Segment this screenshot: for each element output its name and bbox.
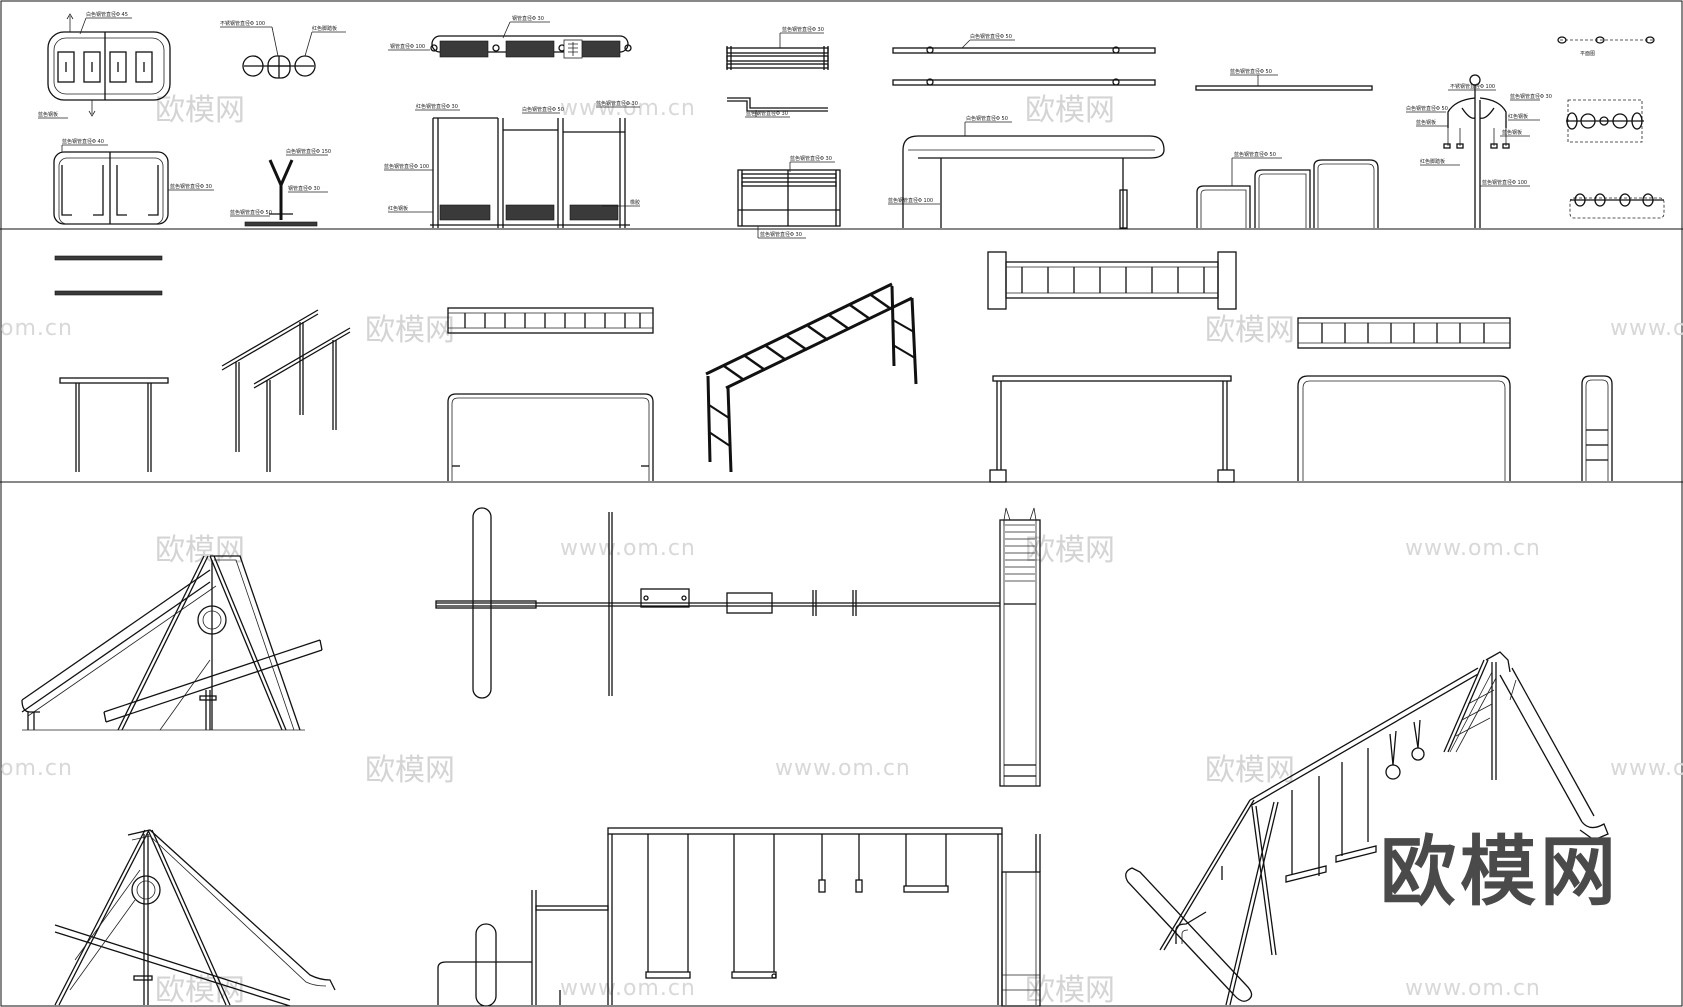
label-pipe-30-pole: 蓝色钢管直径Φ 30 [1510,93,1552,100]
label-pipe-50-step: 蓝色钢管直径Φ 50 [1230,68,1272,75]
watermark-brand: 欧模网 [365,313,455,348]
label-red-bar-pole: 红色钢板 [1508,113,1528,120]
label-pipe-45: 白色钢管直径Φ 45 [86,11,128,18]
monkey-bars [705,282,918,473]
watermark-url: www.om.cn [560,96,696,121]
label-pipe-40: 蓝色钢管直径Φ 40 [62,138,104,145]
drawing-stepper-elevation: 蓝色钢管直径Φ 40 蓝色钢管直径Φ 30 [53,138,214,225]
label-pipe-150: 白色钢管直径Φ 150 [286,148,331,155]
label-pipe-50-pb: 白色钢管直径Φ 50 [970,33,1012,40]
drawing-twister-plan: 不锈钢管直径Φ 100 红色脚踏板 [220,20,346,79]
label-steel-30-plan: 钢管直径Φ 30 [512,15,544,22]
watermark-url: www.om.cn [560,976,696,1001]
watermark-url: om.cn [0,756,73,781]
watermark-brand: 欧模网 [365,753,455,788]
label-steel-30-b: 蓝色钢管直径Φ 30 [746,110,788,117]
label-pipe-30-bench: 蓝色钢管直径Φ 30 [596,100,638,107]
drawing-stepper-plan: 白色钢管直径Φ 45 蓝色钢板 [38,11,171,119]
label-pipe-100-pb: 蓝色钢管直径Φ 100 [888,197,933,204]
drawing-bench-parts: 蓝色钢管直径Φ 30 蓝色钢管直径Φ 30 蓝色钢管直径Φ 30 蓝色钢管直径Φ… [726,26,841,239]
ladder-rungs [464,313,641,328]
watermark-brand-large: 欧模网 [1380,827,1620,916]
watermark-layer: 欧模网 www.om.cn 欧模网 om.cn 欧模网 欧模网 www.om.c… [0,93,1683,1007]
watermark-brand: 欧模网 [1025,533,1115,568]
label-steel-30: 钢管直径Φ 30 [288,185,320,192]
drawing-swing-elevation [437,827,1041,1007]
label-pipe-30-seat: 蓝色钢管直径Φ 30 [790,155,832,162]
label-steel-100: 钢管直径Φ 100 [390,43,425,50]
ladder-plan-rungs [1021,267,1205,293]
label-red-pedal: 红色脚踏板 [312,25,337,32]
label-blue-bar-pole: 蓝色钢板 [1416,119,1436,126]
watermark-url: www.om.cn [1610,756,1683,781]
label-blue-bar: 蓝色钢板 [38,111,58,118]
label-pipe-120-pole: 不锈钢管直径Φ 100 [1450,83,1495,90]
drawing-stepper-pole: 不锈钢管直径Φ 100 白色钢管直径Φ 50 蓝色钢管直径Φ 30 蓝色钢板 红… [1406,74,1552,228]
label-pipe-100-pole: 蓝色钢管直径Φ 100 [1482,179,1527,186]
watermark-brand: 欧模网 [155,93,245,128]
label-pedal-pole: 红色脚踏板 [1420,158,1445,165]
watermark-url: om.cn [0,316,73,341]
watermark-url: www.om.cn [1610,316,1683,341]
label-plan: 平面图 [1580,51,1595,57]
watermark-url: www.om.cn [775,756,911,781]
drawing-band2-equipment [54,251,1613,483]
watermark-url: www.om.cn [1405,976,1541,1001]
label-pipe-120: 不锈钢管直径Φ 100 [220,20,265,27]
watermark-brand: 欧模网 [155,533,245,568]
drawing-swing-plan [435,507,1041,787]
drawing-step-bars: 蓝色钢管直径Φ 50 蓝色钢管直径Φ 50 [1195,68,1379,228]
label-pipe-50: 蓝色钢管直径Φ 50 [230,209,272,216]
drawing-slide-perspective-1 [21,555,323,731]
watermark-brand: 欧模网 [1205,753,1295,788]
label-pipe-30-seat-b: 蓝色钢管直径Φ 30 [760,231,802,238]
label-red-bar: 红色钢板 [388,205,408,212]
watermark-url: www.om.cn [560,536,696,561]
label-pipe-50-pb-b: 白色钢管直径Φ 50 [966,115,1008,122]
ladder-plan2-rungs [1321,323,1485,343]
drawing-swing-perspective [1125,651,1609,1006]
label-rubber: 橡胶 [630,199,640,206]
label-pipe-50-step-b: 蓝色钢管直径Φ 50 [1234,151,1276,158]
drawing-bench-elevation: 红色钢管直径Φ 30 白色钢管直径Φ 50 蓝色钢管直径Φ 30 蓝色钢管直径Φ… [384,100,640,228]
label-blue-bar-pole-b: 蓝色钢板 [1502,129,1522,136]
drawing-stepper-plan-right: 平面图 [1557,36,1665,219]
label-red-axis: 红色钢管直径Φ 30 [416,103,458,110]
label-pipe-30: 蓝色钢管直径Φ 30 [170,183,212,190]
watermark-brand: 欧模网 [155,973,245,1007]
drawing-bench-plan: 钢管直径Φ 30 钢管直径Φ 100 [388,15,632,59]
label-steel-30-parts: 蓝色钢管直径Φ 30 [782,26,824,33]
label-pipe-50-pole: 白色钢管直径Φ 50 [1406,105,1448,112]
watermark-brand: 欧模网 [1025,93,1115,128]
label-pipe-50-bench: 白色钢管直径Φ 50 [522,106,564,113]
drawing-parallel-bars: 白色钢管直径Φ 50 白色钢管直径Φ 50 蓝色钢管直径Φ 100 [888,33,1165,229]
label-pipe-100: 蓝色钢管直径Φ 100 [384,163,429,170]
watermark-brand: 欧模网 [1205,313,1295,348]
drawing-slide-perspective-2 [54,829,336,1007]
drawing-twister-elevation: 白色钢管直径Φ 150 钢管直径Φ 30 蓝色钢管直径Φ 50 [230,148,331,227]
watermark-url: www.om.cn [1405,536,1541,561]
